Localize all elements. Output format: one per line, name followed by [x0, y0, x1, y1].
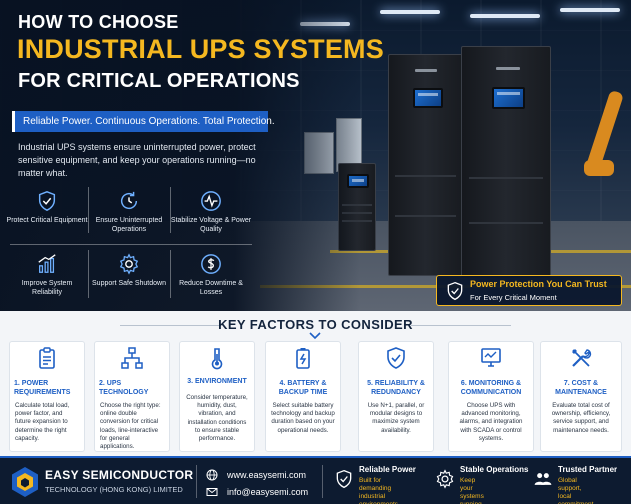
trust-badge: Power Protection You Can Trust For Every… — [436, 275, 622, 306]
email-text[interactable]: info@easysemi.com — [227, 487, 309, 497]
feature-subtitle: Global support, local commitment. — [558, 477, 595, 504]
hero-description: Industrial UPS systems ensure uninterrup… — [18, 142, 256, 178]
shield-check-icon — [38, 191, 56, 211]
hero-title-line2: INDUSTRIAL UPS SYSTEMS — [17, 34, 384, 64]
card-body: Calculate total load, power factor, and … — [15, 402, 70, 442]
factor-card-ups-technology: 2. UPS TECHNOLOGY Choose the right type:… — [94, 341, 170, 452]
shield-check-icon — [336, 469, 352, 489]
hero-overlay — [0, 0, 360, 311]
company-logo-icon — [12, 467, 38, 497]
grid-divider — [10, 244, 252, 245]
benefit-label: Stabilize Voltage & Power Quality — [170, 217, 252, 233]
shield-check-icon — [447, 281, 463, 301]
card-title: 1. POWER REQUIREMENTS — [14, 380, 71, 396]
grid-divider — [170, 187, 171, 233]
feature-title: Trusted Partner — [558, 465, 618, 474]
benefit-uninterrupted: Ensure Uninterrupted Operations — [88, 190, 170, 234]
footer-divider — [322, 465, 323, 498]
hero-title-line3: FOR CRITICAL OPERATIONS — [18, 70, 300, 92]
company-name: EASY SEMICONDUCTOR — [45, 468, 194, 482]
feature-title: Reliable Power — [359, 465, 416, 474]
benefit-label: Support Safe Shutdown — [92, 280, 166, 287]
card-body: Choose UPS with advanced monitoring, ala… — [459, 402, 523, 442]
benefit-label: Reduce Downtime & Losses — [179, 280, 243, 296]
factor-card-environment: 3. ENVIRONMENT Consider temperature, hum… — [179, 341, 255, 452]
people-icon — [534, 473, 552, 485]
globe-icon — [206, 469, 218, 481]
ceiling-light — [560, 8, 620, 12]
ceiling-light — [380, 10, 440, 14]
clipboard-icon — [35, 346, 59, 370]
footer: EASY SEMICONDUCTOR TECHNOLOGY (HONG KONG… — [0, 456, 631, 504]
ups-display — [492, 87, 525, 109]
factor-card-cost: 7. COST & MAINTENANCE Evaluate total cos… — [540, 341, 622, 452]
factor-card-battery: 4. BATTERY & BACKUP TIME Select suitable… — [265, 341, 341, 452]
chevron-down-icon — [309, 332, 321, 340]
card-title: 2. UPS TECHNOLOGY — [99, 380, 149, 396]
benefit-label: Protect Critical Equipment — [6, 217, 88, 224]
factor-card-reliability: 5. RELIABILITY & REDUNDANCY Use N+1, par… — [358, 341, 434, 452]
feature-subtitle: Built for demanding industrial environme… — [359, 477, 400, 504]
grid-divider — [88, 187, 89, 233]
card-title: 4. BATTERY & BACKUP TIME — [278, 380, 328, 396]
card-body: Select suitable battery technology and b… — [271, 402, 335, 434]
bar-chart-icon — [38, 254, 56, 273]
tagline-text: Reliable Power. Continuous Operations. T… — [23, 116, 275, 127]
card-title: 5. RELIABILITY & REDUNDANCY — [367, 380, 425, 396]
card-body: Consider temperature, humidity, dust, vi… — [186, 394, 248, 443]
gear-icon — [119, 253, 139, 275]
mail-icon — [206, 488, 218, 496]
heading-rule — [120, 325, 220, 326]
website-text[interactable]: www.easysemi.com — [227, 470, 307, 480]
key-factors-section: KEY FACTORS TO CONSIDER 1. POWER REQUIRE… — [0, 311, 631, 456]
factor-card-monitoring: 6. MONITORING & COMMUNICATION Choose UPS… — [448, 341, 534, 452]
trust-title: Power Protection You Can Trust — [470, 279, 607, 289]
factors-heading: KEY FACTORS TO CONSIDER — [218, 317, 413, 332]
battery-icon — [291, 346, 315, 370]
large-ups-cabinet — [461, 46, 551, 278]
card-title: 3. ENVIRONMENT — [187, 378, 247, 385]
benefit-reliability: Improve System Reliability — [6, 253, 88, 297]
shield-check-icon — [384, 346, 408, 370]
card-title: 7. COST & MAINTENANCE — [555, 380, 607, 396]
hero-section: HOW TO CHOOSE INDUSTRIAL UPS SYSTEMS FOR… — [0, 0, 631, 311]
thermometer-icon — [205, 346, 229, 370]
feature-title: Stable Operations — [460, 465, 529, 474]
ups-display — [413, 88, 443, 108]
clock-refresh-icon — [120, 191, 138, 210]
grid-divider — [170, 250, 171, 298]
heading-rule — [411, 325, 511, 326]
company-subtitle: TECHNOLOGY (HONG KONG) LIMITED — [45, 485, 183, 494]
footer-divider — [196, 465, 197, 498]
dollar-icon — [201, 254, 221, 274]
large-ups-cabinet — [388, 54, 463, 276]
benefit-label: Ensure Uninterrupted Operations — [95, 217, 163, 233]
grid-divider — [88, 250, 89, 298]
benefit-protect-equipment: Protect Critical Equipment — [6, 190, 88, 225]
tools-icon — [569, 346, 593, 370]
benefit-safe-shutdown: Support Safe Shutdown — [88, 253, 170, 288]
benefit-stabilize-voltage: Stabilize Voltage & Power Quality — [170, 190, 252, 234]
network-icon — [120, 346, 144, 370]
trust-subtitle: For Every Critical Moment — [470, 293, 557, 302]
tagline-banner: Reliable Power. Continuous Operations. T… — [12, 111, 275, 132]
hero-title-line1: HOW TO CHOOSE — [18, 12, 179, 32]
robot-arm — [584, 160, 614, 176]
benefit-reduce-downtime: Reduce Downtime & Losses — [170, 253, 252, 297]
card-body: Choose the right type: online double con… — [100, 402, 161, 451]
ceiling-light — [470, 14, 540, 18]
gear-icon — [436, 469, 454, 489]
factor-card-power-requirements: 1. POWER REQUIREMENTS Calculate total lo… — [9, 341, 85, 452]
monitor-icon — [479, 346, 503, 370]
card-body: Evaluate total cost of ownership, effici… — [551, 402, 611, 434]
waveform-icon — [201, 191, 221, 211]
card-body: Use N+1, parallel, or modular designs to… — [367, 402, 425, 434]
feature-subtitle: Keep your systems running smoothly. — [460, 477, 484, 504]
card-title: 6. MONITORING & COMMUNICATION — [460, 380, 522, 396]
benefit-label: Improve System Reliability — [21, 280, 73, 296]
